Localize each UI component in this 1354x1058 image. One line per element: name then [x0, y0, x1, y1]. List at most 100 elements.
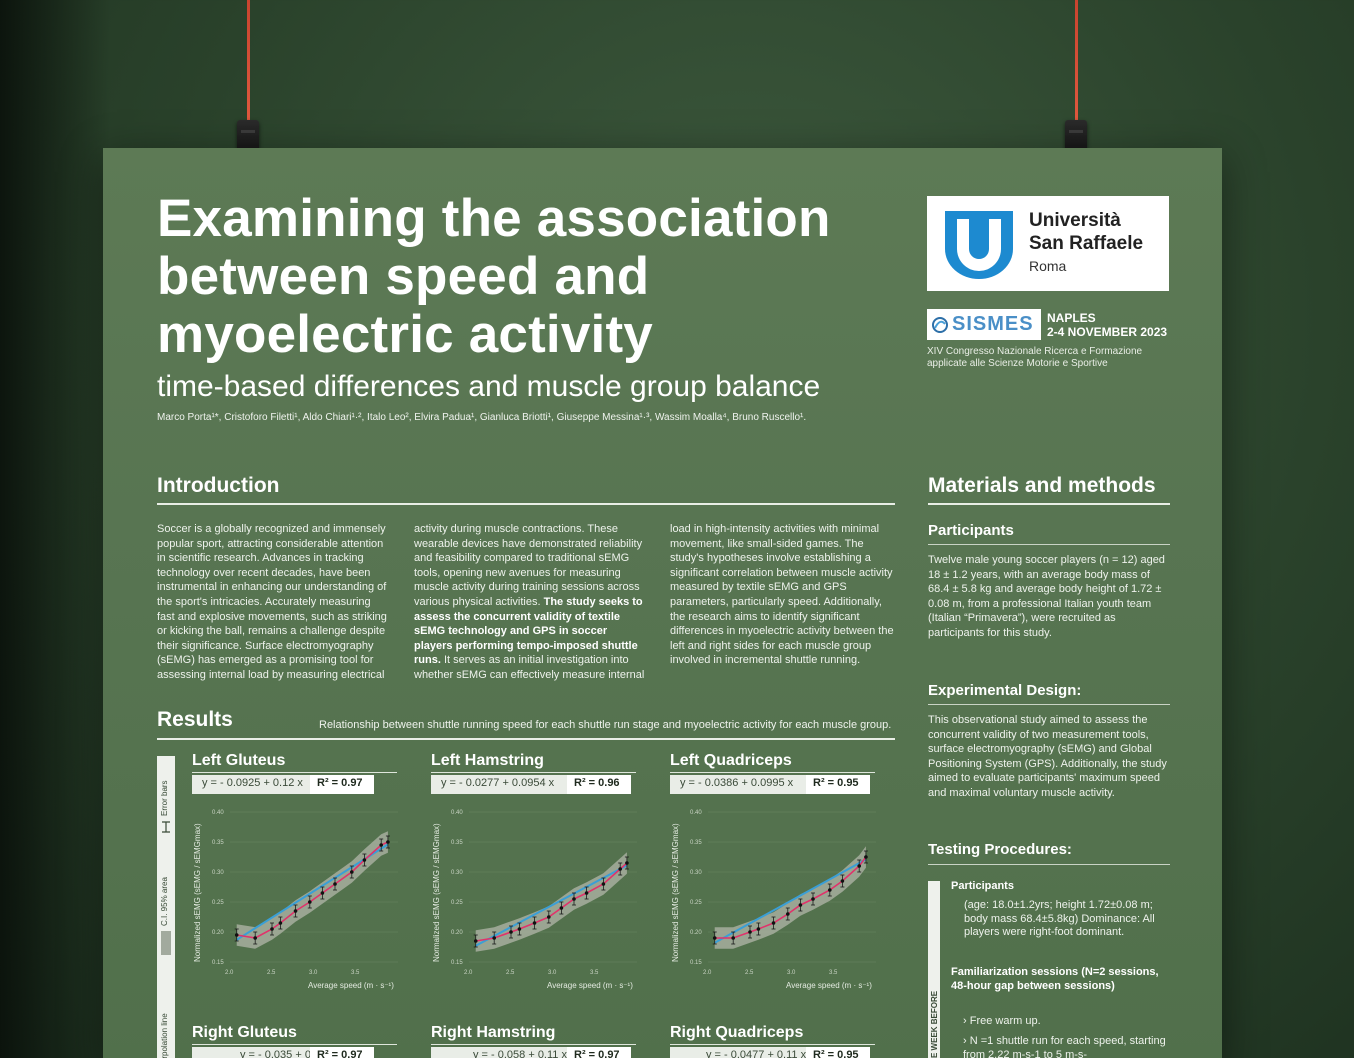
x-axis-label: Average speed (m · s⁻¹)	[547, 981, 633, 990]
chart-title: Left Hamstring	[431, 752, 636, 773]
x-tick-label: 2.5	[506, 970, 515, 976]
sismes-logo: SISMES	[927, 309, 1041, 340]
background-vignette	[0, 0, 110, 1058]
introduction-title: Introduction	[157, 474, 280, 497]
x-tick-label: 2.0	[464, 970, 473, 976]
interpolation-line	[475, 864, 628, 947]
x-tick-label: 3.5	[829, 970, 838, 976]
data-point	[379, 843, 383, 847]
y-tick-label: 0.20	[212, 930, 224, 936]
experimental-design-rule	[928, 704, 1170, 705]
r-squared-badge: R² = 0.95	[806, 1047, 870, 1058]
legend-ci-area: C.I. 95% area	[160, 877, 169, 926]
y-tick-label: 0.30	[451, 870, 463, 876]
legend-error-bars: Error bars	[160, 780, 169, 816]
swirl-icon	[932, 316, 948, 333]
x-tick-label: 2.5	[267, 970, 276, 976]
r-squared-badge: R² = 0.95	[806, 775, 870, 794]
data-point	[473, 939, 478, 943]
data-point	[864, 855, 868, 859]
y-tick-label: 0.35	[451, 840, 463, 846]
chart-right-quadriceps: Right Quadriceps y = - 0.0477 + 0.11 x R…	[670, 1024, 900, 1058]
data-point	[559, 906, 564, 910]
university-name-line1: Università	[1029, 210, 1121, 231]
university-city: Roma	[1029, 258, 1067, 274]
regression-row: y = - 0.0386 + 0.0995 x R² = 0.95	[670, 775, 900, 794]
university-name-line2: San Raffaele	[1029, 233, 1144, 254]
y-tick-label: 0.25	[451, 900, 463, 906]
regression-equation: y = - 0.0925 + 0.12 x	[192, 775, 310, 794]
data-point	[308, 900, 312, 904]
regression-equation: y = - 0.0277 + 0.0954 x	[431, 775, 567, 794]
regression-equation: y = - 0.0477 + 0.11 x	[670, 1047, 806, 1058]
y-axis-label: Normalized sEMG (sEMG / sEMGmax)	[671, 823, 680, 962]
error-bar-icon	[162, 821, 170, 833]
chart-title: Right Gluteus	[192, 1024, 397, 1045]
y-tick-label: 0.30	[212, 870, 224, 876]
x-tick-label: 3.0	[309, 970, 318, 976]
x-axis-label: Average speed (m · s⁻¹)	[308, 981, 394, 990]
y-tick-label: 0.40	[690, 810, 702, 816]
regression-equation: y = - 0.035 + 0.1 x	[192, 1047, 329, 1058]
testing-procedures-rule	[928, 864, 1170, 865]
sismes-logo-text: SISMES	[952, 313, 1034, 335]
ci-band	[475, 852, 627, 952]
data-point	[748, 930, 752, 934]
tp-participants-heading: Participants	[951, 880, 1014, 892]
y-tick-label: 0.15	[690, 960, 702, 966]
data-point	[362, 858, 367, 862]
chart-left-hamstring: Left Hamstring y = - 0.0277 + 0.0954 x R…	[431, 752, 661, 1028]
data-point	[234, 933, 239, 937]
x-axis-label: Average speed (m · s⁻¹)	[786, 981, 872, 990]
x-tick-label: 3.5	[351, 970, 360, 976]
regression-row: y = - 0.035 + 0.1 x R² = 0.97	[192, 1047, 422, 1058]
chart-title: Left Quadriceps	[670, 752, 875, 773]
legend-side-bar: Error bars C.I. 95% area Interpolation l…	[157, 756, 175, 1058]
data-point	[712, 936, 717, 940]
ci-area-swatch	[161, 931, 171, 955]
data-point	[350, 870, 354, 874]
materials-methods-title: Materials and methods	[928, 474, 1156, 497]
y-tick-label: 0.25	[690, 900, 702, 906]
intro-col2-text: activity during muscle contractions. The…	[414, 523, 643, 608]
regression-equation: y = - 0.0386 + 0.0995 x	[670, 775, 806, 794]
materials-rule	[928, 503, 1170, 505]
event-description: XIV Congresso Nazionale Ricerca e Formaz…	[927, 346, 1143, 369]
x-tick-label: 3.0	[548, 970, 557, 976]
intro-col2-bold: The study seeks to assess the concurrent…	[414, 595, 643, 667]
data-point	[771, 921, 776, 925]
chart-left-quadriceps: Left Quadriceps y = - 0.0386 + 0.0995 x …	[670, 752, 900, 1028]
data-line	[236, 841, 389, 939]
data-point	[532, 921, 537, 925]
experimental-design-title: Experimental Design:	[928, 682, 1082, 699]
data-point	[517, 927, 522, 931]
timeline-bar	[928, 881, 940, 1058]
y-tick-label: 0.15	[451, 960, 463, 966]
data-point	[756, 927, 761, 931]
hanging-cord-right	[1075, 0, 1078, 124]
chart-right-gluteus: Right Gluteus y = - 0.035 + 0.1 x R² = 0…	[192, 1024, 422, 1058]
chart-left-gluteus: Left Gluteus y = - 0.0925 + 0.12 x R² = …	[192, 752, 422, 1028]
data-point	[625, 861, 629, 865]
y-tick-label: 0.40	[451, 810, 463, 816]
introduction-column-1: Soccer is a globally recognized and imme…	[157, 523, 387, 681]
participants-rule	[928, 544, 1170, 545]
regression-row: y = - 0.058 + 0.11 x R² = 0.97	[431, 1047, 661, 1058]
data-point	[253, 936, 257, 940]
results-title: Results	[157, 708, 233, 731]
r-squared-badge: R² = 0.97	[310, 1047, 374, 1058]
data-point	[320, 891, 325, 895]
data-point	[786, 912, 790, 916]
chart-plot: Normalized sEMG (sEMG / sEMGmax)0.400.35…	[193, 810, 398, 990]
title-line-3: myoelectric activity	[157, 305, 653, 364]
ci-band	[714, 846, 866, 949]
data-point	[509, 930, 513, 934]
regression-equation: y = - 0.058 + 0.11 x	[431, 1047, 567, 1058]
data-point	[492, 936, 496, 940]
results-caption: Relationship between shuttle running spe…	[319, 719, 892, 731]
x-tick-label: 3.0	[787, 970, 796, 976]
data-point	[828, 888, 832, 892]
data-point	[572, 897, 576, 901]
data-line	[714, 856, 867, 939]
x-tick-label: 3.5	[590, 970, 599, 976]
